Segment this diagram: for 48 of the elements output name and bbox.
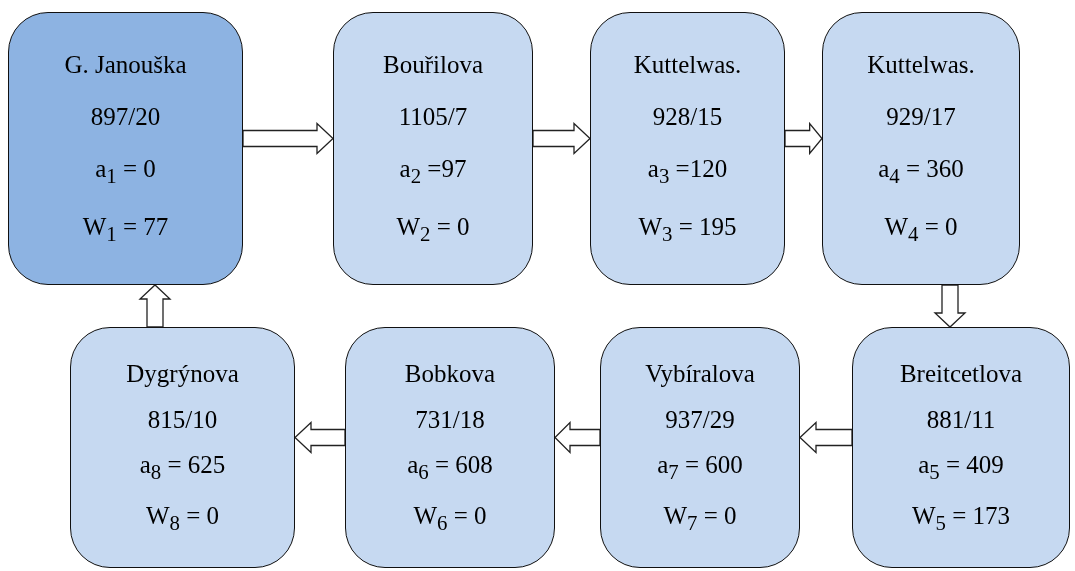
station-text: Kuttelwas. — [867, 51, 975, 79]
station-box — [600, 327, 800, 568]
station-text: W$_{2}$ = 0 — [396, 212, 470, 246]
station-text: 1105/7 — [398, 103, 468, 131]
station-box — [822, 12, 1020, 285]
station-text: 937/29 — [665, 405, 735, 434]
station-text: W$_{4}$ = 0 — [884, 212, 958, 246]
station-text: G. Janouška — [64, 51, 187, 79]
block-arrow — [784, 121, 823, 156]
station-box — [590, 12, 785, 285]
block-arrow — [799, 421, 853, 454]
block-arrow — [554, 420, 601, 455]
station-box — [852, 327, 1070, 568]
station-text: a$_{8}$ = 625 — [139, 451, 226, 484]
block-arrow — [242, 122, 334, 155]
station-text: W$_{3}$ = 195 — [638, 212, 737, 246]
station-text: W$_{6}$ = 0 — [413, 502, 487, 535]
station-text: 928/15 — [652, 103, 723, 131]
block-arrow — [532, 122, 591, 155]
station-box — [345, 327, 555, 568]
station-text: a$_{7}$ = 600 — [657, 451, 743, 484]
block-arrow — [294, 421, 346, 454]
station-text: 731/18 — [415, 405, 485, 434]
station-text: Breitcetlova — [899, 360, 1023, 388]
station-text: 881/11 — [926, 405, 996, 434]
station-text: Vybíralova — [645, 360, 755, 388]
station-text: Bobkova — [404, 360, 496, 388]
station-text: Dygrýnova — [126, 360, 239, 388]
station-text: a$_{4}$ = 360 — [878, 155, 964, 189]
station-text: a$_{2}$ =97 — [399, 155, 467, 189]
block-arrow — [138, 284, 172, 328]
station-text: Bouřilova — [383, 51, 483, 79]
station-text: 897/20 — [90, 103, 161, 131]
station-text: a$_{1}$ = 0 — [95, 155, 156, 189]
station-text: a$_{5}$ = 409 — [918, 451, 1004, 484]
station-text: W$_{8}$ = 0 — [145, 502, 220, 535]
block-arrow — [933, 284, 967, 328]
station-text: 929/17 — [886, 103, 956, 131]
station-box — [333, 12, 533, 285]
station-text: Kuttelwas. — [633, 51, 742, 79]
station-text: 815/10 — [147, 405, 218, 434]
station-text: a$_{3}$ =120 — [647, 155, 728, 189]
station-text: W$_{7}$ = 0 — [663, 502, 737, 535]
station-box — [70, 327, 295, 568]
station-text: a$_{6}$ = 608 — [407, 451, 493, 484]
station-box — [8, 12, 243, 285]
station-text: W$_{5}$ = 173 — [911, 502, 1011, 535]
station-text: W$_{1}$ = 77 — [82, 212, 169, 246]
